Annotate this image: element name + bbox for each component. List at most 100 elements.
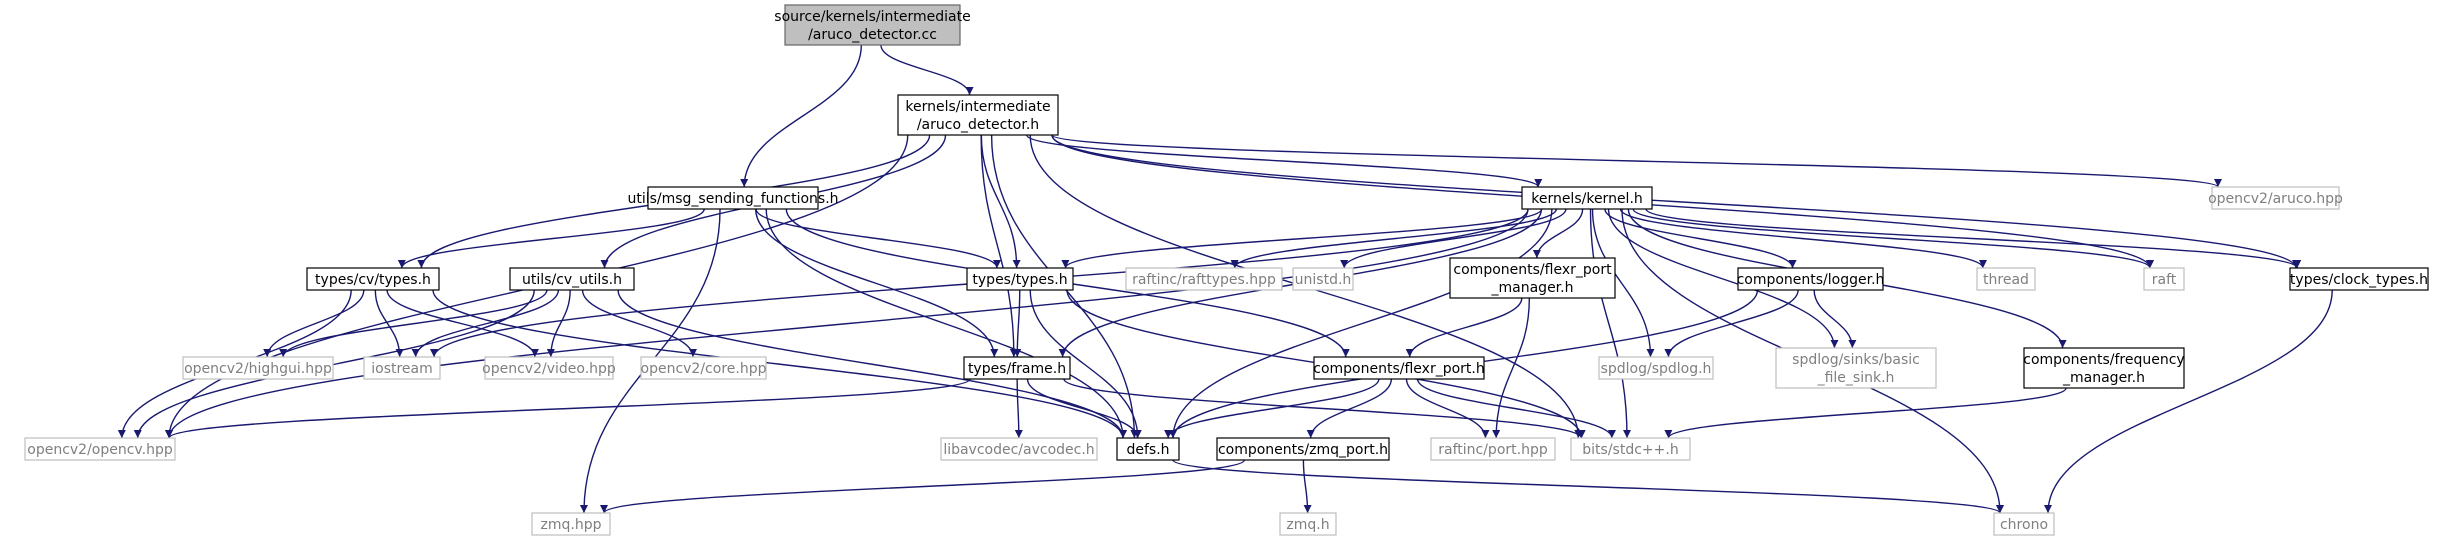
edge-flexrport-to-zmqport <box>1306 378 1393 439</box>
node-aruco_h-label-1: /aruco_detector.h <box>917 117 1039 133</box>
node-raft-label-0: raft <box>2152 272 2177 288</box>
node-kernel-box <box>1521 186 1653 210</box>
node-frame-label-0: types/frame.h <box>968 361 1066 377</box>
node-rafttypes: raftinc/rafttypes.hpp <box>1125 267 1283 291</box>
edge-types-to-frame <box>1013 289 1022 358</box>
node-clock-box <box>2289 267 2429 291</box>
node-iostream-box <box>363 356 441 380</box>
node-types-label-0: types/types.h <box>972 272 1067 288</box>
node-types[interactable]: types/types.h <box>966 267 1074 291</box>
node-clock[interactable]: types/clock_types.h <box>2289 267 2429 291</box>
node-cvutils-box <box>509 267 635 291</box>
node-flexrport[interactable]: components/flexr_port.h <box>1313 356 1485 380</box>
edge-flexrpm-to-raftport <box>1492 297 1531 439</box>
node-zmqh-box <box>1279 512 1337 536</box>
node-cvutils[interactable]: utils/cv_utils.h <box>509 267 635 291</box>
node-raftport-label-0: raftinc/port.hpp <box>1438 442 1548 458</box>
node-types-box <box>966 267 1074 291</box>
node-zmqhpp: zmq.hpp <box>531 512 611 536</box>
node-frame[interactable]: types/frame.h <box>963 356 1071 380</box>
node-root-box <box>784 4 961 46</box>
node-freqmgr-label-1: _manager.h <box>2062 370 2145 386</box>
node-defs[interactable]: defs.h <box>1116 437 1180 461</box>
edge-cvutils-to-iostream <box>411 289 560 358</box>
node-opencv-label-0: opencv2/opencv.hpp <box>27 442 173 458</box>
edge-flexrport-to-raftport <box>1405 378 1490 439</box>
edge-defs-to-chrono <box>1172 459 2004 514</box>
node-zmqh: zmq.h <box>1279 512 1337 536</box>
node-kernel[interactable]: kernels/kernel.h <box>1521 186 1653 210</box>
edge-kernel-to-types <box>1061 208 1543 269</box>
edge-kernel-to-thread <box>1619 208 1987 269</box>
edge-kernel-to-opencv <box>165 208 1529 439</box>
node-chrono-box <box>1993 512 2055 536</box>
edge-cvutils-to-video <box>546 289 571 358</box>
node-highgui-box <box>182 356 334 380</box>
node-video-box <box>484 356 614 380</box>
node-msg-box <box>647 186 819 210</box>
node-flexrport-box <box>1313 356 1485 380</box>
edge-kernel-to-unistd <box>1340 208 1567 269</box>
node-core: opencv2/core.hpp <box>640 356 767 380</box>
node-raft-box <box>2143 267 2185 291</box>
edge-flexrpm-to-flexrport <box>1405 297 1523 358</box>
node-stdcpp-label-0: bits/stdc++.h <box>1582 442 1678 458</box>
edge-cvutils-to-highgui <box>279 289 548 358</box>
node-freqmgr-box <box>2023 347 2185 389</box>
node-aruco_hpp: opencv2/aruco.hpp <box>2208 186 2343 210</box>
node-aruco_h[interactable]: kernels/intermediate/aruco_detector.h <box>897 94 1059 136</box>
node-cvtypes[interactable]: types/cv/types.h <box>306 267 440 291</box>
edge-msg-to-types <box>755 208 1001 269</box>
node-cvtypes-label-0: types/cv/types.h <box>315 272 431 288</box>
edge-cvtypes-to-iostream <box>374 289 404 358</box>
node-stdcpp-box <box>1570 437 1691 461</box>
node-root[interactable]: source/kernels/intermediate/aruco_detect… <box>774 4 971 46</box>
edge-msg-to-frame <box>755 208 999 358</box>
node-avcodec: libavcodec/avcodec.h <box>940 437 1098 461</box>
node-flexrpm[interactable]: components/flexr_port_manager.h <box>1449 257 1616 299</box>
node-chrono: chrono <box>1993 512 2055 536</box>
edge-aruco_h-to-types <box>980 134 1021 269</box>
edge-aruco_h-to-aruco_hpp <box>1051 134 2222 188</box>
node-defs-box <box>1116 437 1180 461</box>
edge-cvutils-to-opencv <box>133 289 535 439</box>
node-flexrpm-label-0: components/flexr_port <box>1453 262 1612 278</box>
node-freqmgr[interactable]: components/frequency _manager.h <box>2023 347 2185 389</box>
node-chrono-label-0: chrono <box>2000 517 2048 533</box>
node-spdlog-box <box>1598 356 1714 380</box>
node-kernel-label-0: kernels/kernel.h <box>1531 191 1643 207</box>
edge-frame-to-stdcpp <box>1063 378 1586 439</box>
node-basicsink-box <box>1775 347 1937 389</box>
edge-frame-to-opencv <box>165 378 971 439</box>
node-thread-label-0: thread <box>1983 272 2029 288</box>
node-basicsink-label-0: spdlog/sinks/basic <box>1792 352 1920 368</box>
node-freqmgr-label-0: components/frequency <box>2023 352 2184 368</box>
node-zmqh-label-0: zmq.h <box>1286 517 1329 533</box>
node-msg[interactable]: utils/msg_sending_functions.h <box>627 186 839 210</box>
edge-root-to-aruco_h <box>880 44 974 96</box>
node-logger[interactable]: components/logger.h <box>1737 267 1885 291</box>
edge-cvutils-to-core <box>581 289 697 358</box>
edge-aruco_h-to-clock <box>1051 134 2300 269</box>
node-aruco_h-box <box>897 94 1059 136</box>
node-cvtypes-box <box>306 267 440 291</box>
edge-kernel-to-logger <box>1604 208 1797 269</box>
edge-root-to-msg <box>740 44 863 188</box>
node-spdlog: spdlog/spdlog.h <box>1598 356 1714 380</box>
node-video: opencv2/video.hpp <box>482 356 616 380</box>
node-unistd-box <box>1292 267 1354 291</box>
node-root-label-1: /aruco_detector.cc <box>808 27 937 43</box>
edge-kernel-to-raft <box>1632 208 2154 269</box>
node-zmqhpp-label-0: zmq.hpp <box>541 517 602 533</box>
node-unistd-label-0: unistd.h <box>1295 272 1352 288</box>
edge-aruco_h-to-kernel <box>1026 134 1543 188</box>
node-core-label-0: opencv2/core.hpp <box>641 361 767 377</box>
node-stdcpp: bits/stdc++.h <box>1570 437 1691 461</box>
edge-freqmgr-to-stdcpp <box>1664 387 2067 439</box>
node-raft: raft <box>2143 267 2185 291</box>
edge-kernel-to-stdcpp <box>1589 208 1632 439</box>
node-zmqport[interactable]: components/zmq_port.h <box>1216 437 1390 461</box>
node-zmqport-box <box>1216 437 1390 461</box>
node-spdlog-label-0: spdlog/spdlog.h <box>1601 361 1712 377</box>
